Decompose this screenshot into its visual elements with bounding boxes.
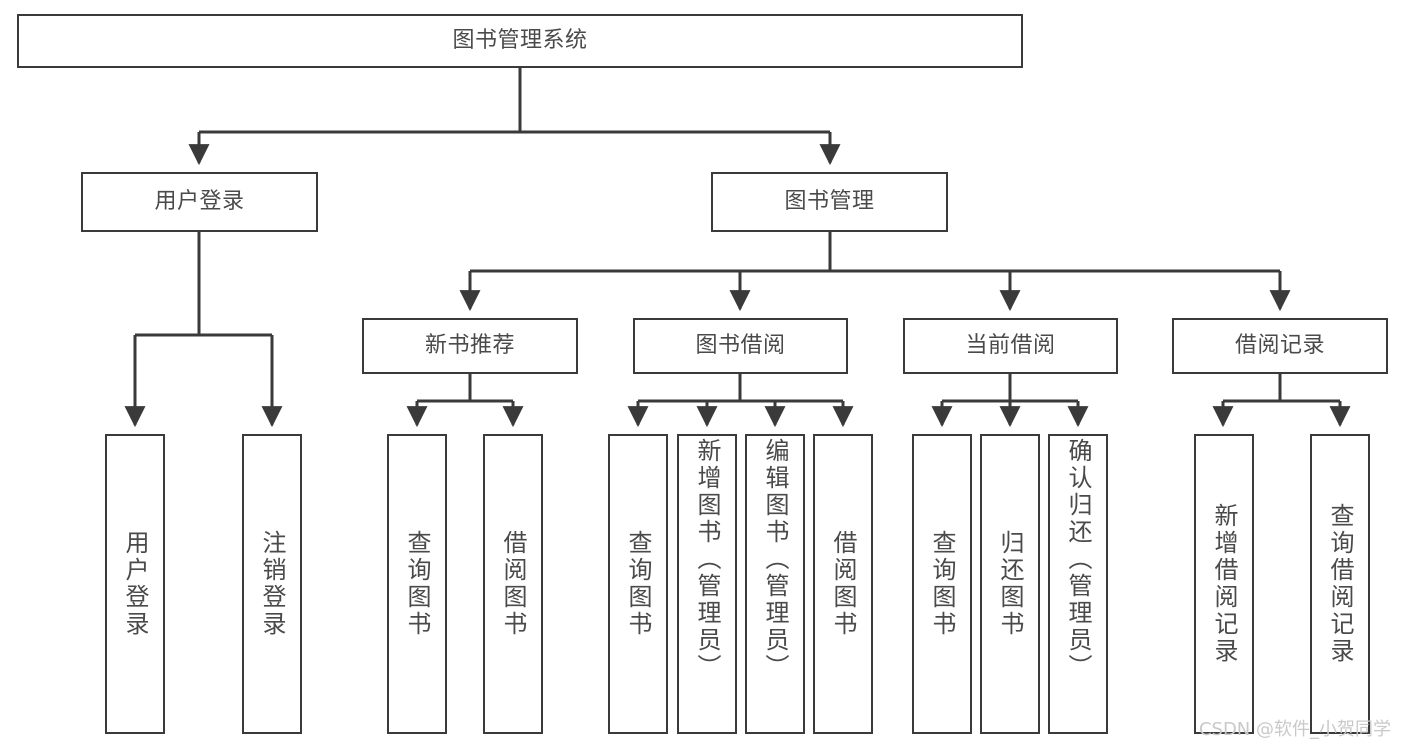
node-root-label: 图书管理系统: [452, 28, 588, 54]
leaf-confirm-return-admin-label: 确认归还（管理员）: [1064, 438, 1092, 681]
leaf-add-book-admin-label: 新增图书（管理员）: [693, 438, 721, 681]
watermark-text: CSDN @软件_小贺同学: [1198, 719, 1391, 740]
leaf-edit-book-admin-label: 编辑图书（管理员）: [761, 438, 789, 681]
leaf-return-book[interactable]: 归还图书: [980, 434, 1040, 734]
node-user-login-label: 用户登录: [154, 189, 245, 215]
leaf-user-login-label: 用户登录: [121, 530, 149, 638]
leaf-return-book-label: 归还图书: [996, 530, 1024, 638]
leaf-query-book-newbook-label: 查询图书: [403, 530, 431, 638]
leaf-query-book-borrow-label: 查询图书: [624, 530, 652, 638]
node-root[interactable]: 图书管理系统: [17, 14, 1023, 68]
node-book-borrow[interactable]: 图书借阅: [633, 318, 848, 374]
node-current-borrow[interactable]: 当前借阅: [903, 318, 1118, 374]
leaf-confirm-return-admin[interactable]: 确认归还（管理员）: [1048, 434, 1108, 734]
leaf-borrow-book-newbook-label: 借阅图书: [499, 530, 527, 638]
node-new-book-recommend-label: 新书推荐: [424, 333, 515, 359]
leaf-add-book-admin[interactable]: 新增图书（管理员）: [677, 434, 737, 734]
node-book-management-label: 图书管理: [784, 189, 875, 215]
leaf-query-book-borrow[interactable]: 查询图书: [608, 434, 668, 734]
leaf-borrow-book-newbook[interactable]: 借阅图书: [483, 434, 543, 734]
leaf-add-borrow-record-label: 新增借阅记录: [1210, 503, 1238, 665]
node-borrow-record[interactable]: 借阅记录: [1172, 318, 1388, 374]
leaf-query-borrow-record[interactable]: 查询借阅记录: [1310, 434, 1370, 734]
leaf-edit-book-admin[interactable]: 编辑图书（管理员）: [745, 434, 805, 734]
leaf-query-borrow-record-label: 查询借阅记录: [1326, 503, 1354, 665]
leaf-query-book-current[interactable]: 查询图书: [912, 434, 972, 734]
leaf-query-book-current-label: 查询图书: [928, 530, 956, 638]
leaf-user-login[interactable]: 用户登录: [105, 434, 165, 734]
node-current-borrow-label: 当前借阅: [965, 333, 1056, 359]
node-new-book-recommend[interactable]: 新书推荐: [362, 318, 578, 374]
node-user-login[interactable]: 用户登录: [81, 172, 318, 232]
node-book-borrow-label: 图书借阅: [695, 333, 786, 359]
node-borrow-record-label: 借阅记录: [1234, 333, 1325, 359]
leaf-borrow-book-borrow[interactable]: 借阅图书: [813, 434, 873, 734]
node-book-management[interactable]: 图书管理: [711, 172, 948, 232]
leaf-logout[interactable]: 注销登录: [242, 434, 302, 734]
leaf-logout-label: 注销登录: [258, 530, 286, 638]
leaf-add-borrow-record[interactable]: 新增借阅记录: [1194, 434, 1254, 734]
leaf-query-book-newbook[interactable]: 查询图书: [387, 434, 447, 734]
leaf-borrow-book-borrow-label: 借阅图书: [829, 530, 857, 638]
